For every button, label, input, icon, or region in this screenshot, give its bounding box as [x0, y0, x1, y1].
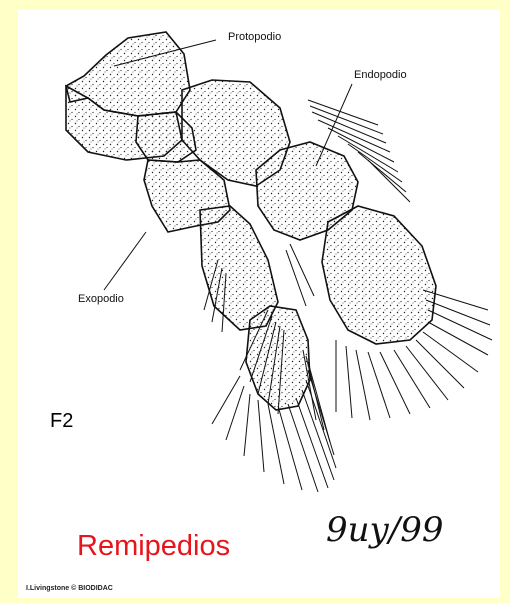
figure-tag: F2 [50, 410, 73, 433]
exopodio-leader [104, 232, 146, 290]
exopodio-label: Exopodio [78, 293, 124, 305]
illustration-panel: Protopodio Endopodio Exopodio F2 Remiped… [18, 10, 500, 598]
protopodio-label: Protopodio [228, 31, 281, 43]
exopodio-segment-3 [246, 306, 310, 410]
endopodio-segment-2 [322, 206, 436, 344]
handwritten-signature: 9uy/99 [326, 510, 443, 550]
caption-title: Remipedios [77, 530, 230, 563]
endopodio-label: Endopodio [354, 69, 407, 81]
credit-line: I.Livingstone © BIODIDAC [26, 585, 113, 592]
